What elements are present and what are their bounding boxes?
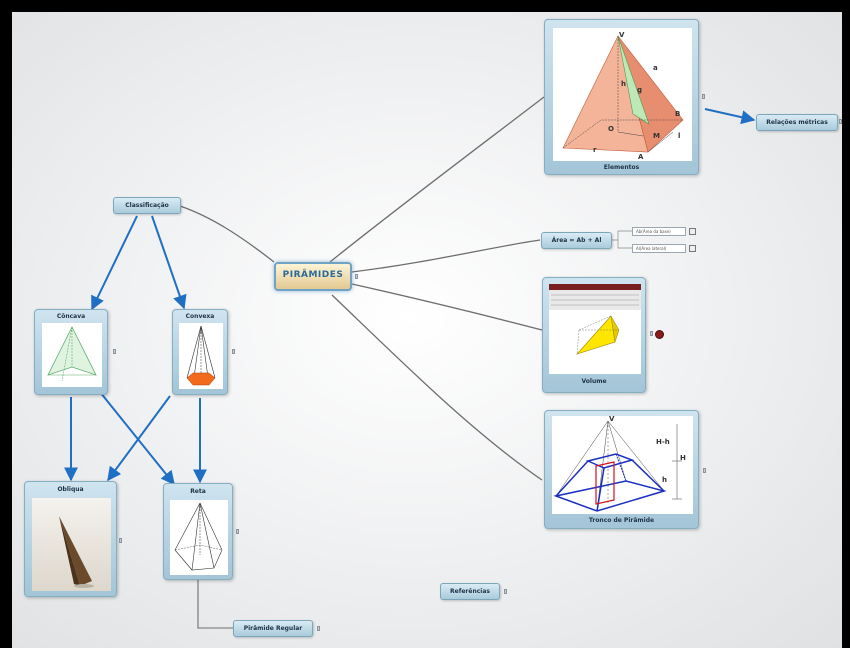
topic-piramide-regular[interactable]: Pirâmide Regular	[233, 620, 313, 637]
notes-marker[interactable]	[232, 349, 235, 354]
topic-relacoes-metricas-label: Relações métricas	[766, 119, 828, 126]
topic-tronco[interactable]: V H-h H h Tronco de Pirâmide	[544, 410, 699, 529]
topic-area[interactable]: Área = Ab + Al	[541, 232, 612, 249]
link-area-base	[612, 230, 632, 241]
topic-volume[interactable]: Volume	[542, 277, 646, 393]
arrow-concava-reta	[99, 391, 175, 486]
topic-convexa[interactable]: Convexa	[172, 309, 228, 395]
topic-area-label: Área = Ab + Al	[551, 237, 602, 244]
link-root-area	[351, 239, 541, 273]
label-g: g	[637, 86, 642, 94]
label-l: l	[678, 132, 680, 140]
hyperlink-icon[interactable]	[655, 330, 664, 339]
link-root-classificacao	[179, 205, 275, 263]
attachment-icon[interactable]	[689, 228, 696, 235]
topic-piramide-regular-label: Pirâmide Regular	[243, 625, 303, 632]
link-root-volume	[351, 283, 543, 331]
reta-pyramid-image	[170, 500, 228, 575]
concava-pyramid-image	[42, 323, 102, 387]
topic-referencias[interactable]: Referências	[440, 583, 500, 600]
topic-concava[interactable]: Côncava	[34, 309, 108, 395]
tronco-label-v: V	[609, 416, 615, 423]
arrow-classificacao-concava	[91, 215, 138, 311]
link-root-tronco	[331, 294, 543, 481]
label-r: r	[593, 146, 597, 154]
notes-marker[interactable]	[113, 349, 116, 354]
topic-classificacao-label: Classificação	[125, 202, 169, 209]
mind-map-canvas: PIRÂMIDES Classificação Côncava Convexa	[12, 12, 842, 648]
topic-reta-label: Reta	[190, 488, 206, 495]
arrow-convexa-obliqua	[107, 395, 171, 482]
label-v: V	[619, 31, 625, 39]
link-area-lateral	[617, 240, 632, 249]
topic-elementos-label: Elementos	[603, 164, 640, 171]
tronco-label-hh: H-h	[656, 438, 670, 446]
root-topic-piramides[interactable]: PIRÂMIDES	[274, 262, 352, 291]
topic-obliqua[interactable]: Obliqua	[24, 481, 117, 597]
label-o: O	[608, 125, 614, 133]
label-a-vertex: A	[638, 153, 644, 161]
topic-obliqua-label: Obliqua	[57, 486, 84, 493]
notes-marker[interactable]	[119, 538, 122, 543]
notes-marker[interactable]	[839, 119, 842, 124]
tronco-label-h: h	[662, 476, 667, 484]
notes-marker[interactable]	[703, 468, 706, 473]
link-root-elementos	[329, 96, 545, 263]
attachment-icon[interactable]	[689, 245, 696, 252]
notes-marker[interactable]	[355, 274, 358, 279]
subtopic-area-base[interactable]: Ab(Área da base)	[632, 227, 686, 236]
topic-volume-label: Volume	[581, 378, 607, 385]
label-b: B	[675, 110, 680, 118]
subtopic-area-lateral[interactable]: Al(Área lateral)	[632, 244, 686, 253]
topic-tronco-label: Tronco de Pirâmide	[588, 517, 655, 524]
volume-screenshot-image	[549, 284, 641, 374]
tronco-pyramid-image: V H-h H h	[552, 416, 693, 514]
root-topic-label: PIRÂMIDES	[282, 270, 344, 280]
notes-marker[interactable]	[317, 626, 320, 631]
arrow-elementos-relacoes	[704, 108, 756, 125]
topic-concava-label: Côncava	[56, 313, 86, 320]
notes-marker[interactable]	[236, 529, 239, 534]
topic-referencias-label: Referências	[450, 588, 490, 595]
topic-elementos[interactable]: V a h g B O M A r l Elementos	[544, 19, 699, 175]
subtopic-area-lateral-label: Al(Área lateral)	[636, 246, 667, 251]
tronco-label-bigh: H	[680, 454, 686, 462]
label-h: h	[621, 80, 626, 88]
topic-convexa-label: Convexa	[185, 313, 215, 320]
link-reta-regular	[197, 580, 233, 629]
obliqua-photo	[32, 498, 111, 591]
notes-marker[interactable]	[504, 589, 507, 594]
elementos-pyramid-image: V a h g B O M A r l	[553, 28, 692, 161]
connector-lines	[64, 96, 756, 629]
notes-marker[interactable]	[650, 331, 653, 336]
topic-reta[interactable]: Reta	[163, 483, 233, 580]
label-m: M	[653, 132, 660, 140]
convexa-pyramid-image	[179, 323, 223, 389]
topic-classificacao[interactable]: Classificação	[113, 197, 181, 214]
subtopic-area-base-label: Ab(Área da base)	[636, 229, 671, 234]
label-a: a	[653, 64, 658, 72]
notes-marker[interactable]	[702, 94, 705, 99]
topic-relacoes-metricas[interactable]: Relações métricas	[756, 114, 838, 131]
arrow-classificacao-convexa	[151, 215, 187, 310]
